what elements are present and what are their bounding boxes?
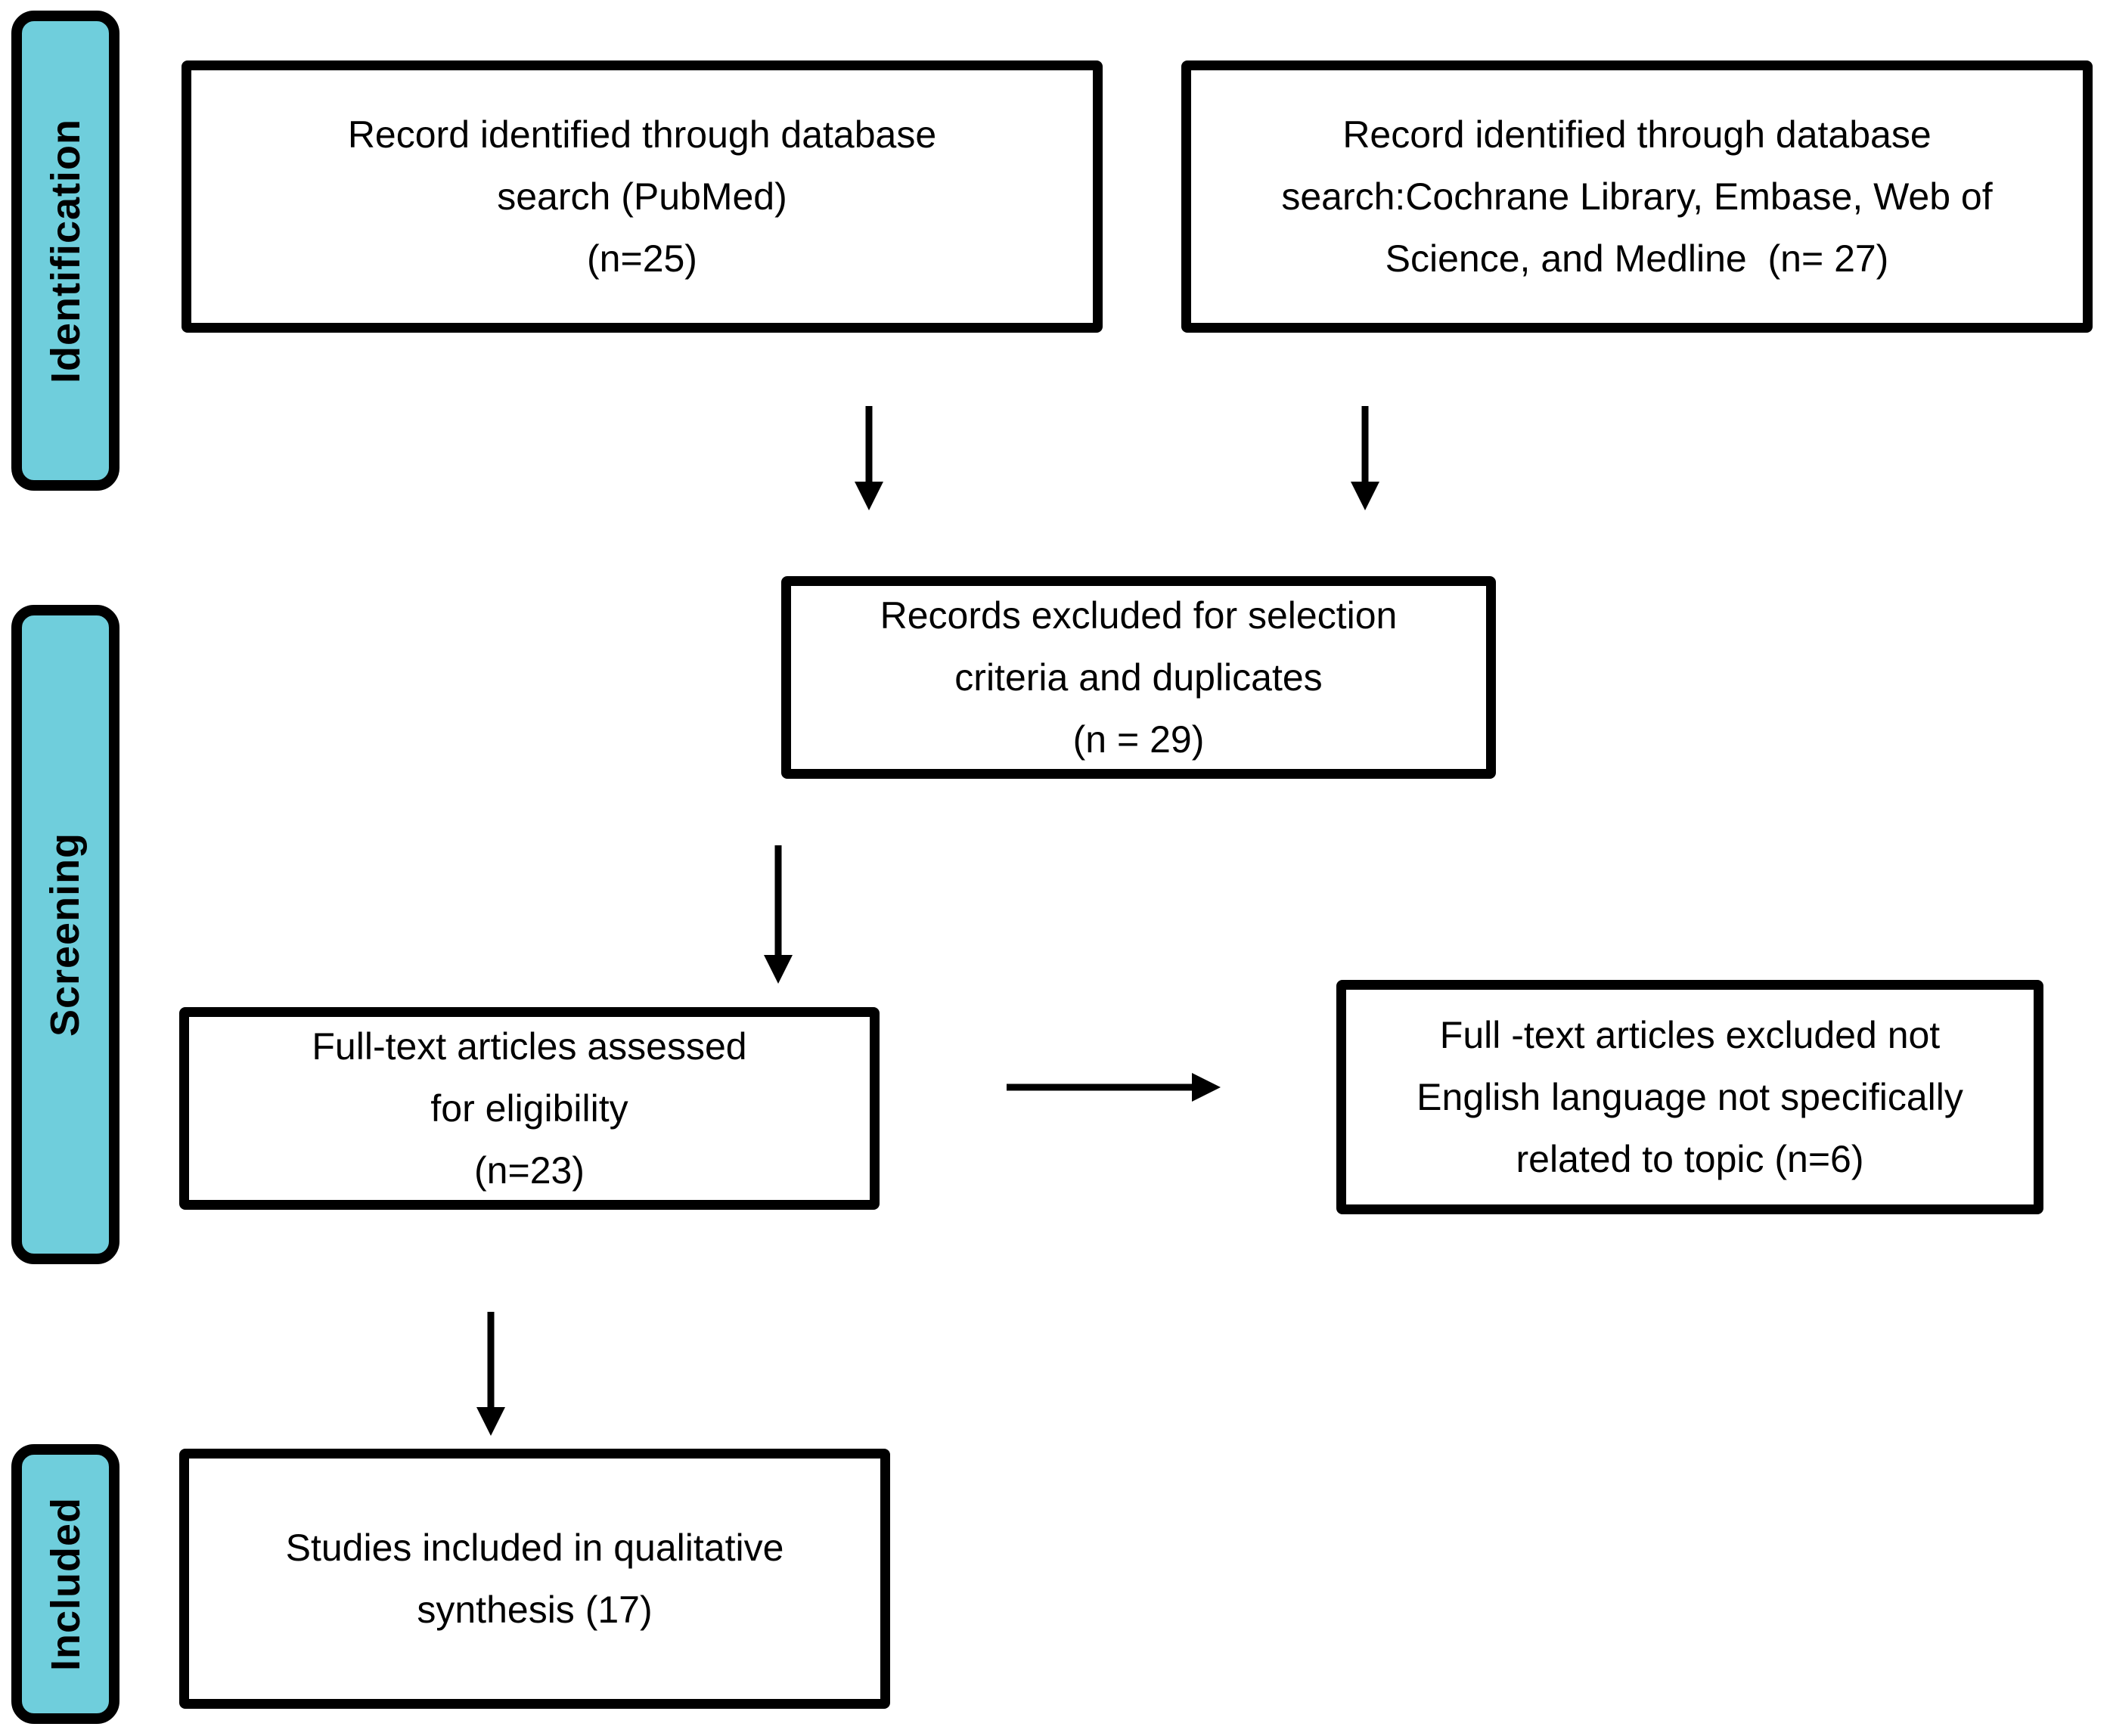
box-records-other-databases-line3: Science, and Medline (n= 27) (1385, 237, 1889, 280)
stage-identification: Identification (11, 11, 119, 491)
box-records-other-databases: Record identified through database searc… (1181, 60, 2093, 333)
box-studies-included-line1: Studies included in qualitative (285, 1527, 784, 1569)
box-fulltext-assessed-line1: Full-text articles assessed (312, 1025, 747, 1068)
box-fulltext-excluded: Full -text articles excluded not English… (1336, 980, 2043, 1214)
box-records-excluded: Records excluded for selection criteria … (781, 576, 1496, 779)
stage-included-label: Included (42, 1496, 88, 1672)
box-fulltext-assessed-line3: (n=23) (474, 1149, 585, 1192)
stage-screening-label: Screening (42, 832, 88, 1037)
stage-screening: Screening (11, 605, 119, 1264)
box-fulltext-excluded-line1: Full -text articles excluded not (1439, 1014, 1941, 1056)
box-records-excluded-line1: Records excluded for selection (880, 594, 1398, 637)
box-records-excluded-line2: criteria and duplicates (954, 656, 1323, 699)
box-studies-included: Studies included in qualitative synthesi… (179, 1449, 890, 1709)
box-records-pubmed-line3: (n=25) (587, 237, 697, 280)
stage-included: Included (11, 1444, 119, 1724)
box-fulltext-excluded-line3: related to topic (n=6) (1516, 1138, 1864, 1180)
arrow-excluded-records-to-fulltext (764, 845, 793, 984)
box-records-other-databases-line2: search:Cochrane Library, Embase, Web of (1281, 175, 1993, 218)
arrow-fulltext-to-studies-included (476, 1312, 505, 1436)
stage-identification-label: Identification (42, 118, 88, 383)
box-records-pubmed-line2: search (PubMed) (497, 175, 787, 218)
box-fulltext-excluded-line2: English language not specifically (1416, 1076, 1963, 1118)
box-records-pubmed: Record identified through database searc… (182, 60, 1103, 333)
box-records-excluded-line3: (n = 29) (1072, 718, 1205, 761)
box-studies-included-line2: synthesis (17) (417, 1589, 653, 1631)
box-fulltext-assessed-line2: for eligibility (430, 1087, 628, 1130)
box-records-other-databases-line1: Record identified through database (1342, 113, 1932, 156)
arrow-pubmed-to-excluded-records (855, 406, 883, 510)
arrow-databases-to-excluded-records (1351, 406, 1379, 510)
box-records-pubmed-line1: Record identified through database (347, 113, 937, 156)
box-fulltext-assessed: Full-text articles assessed for eligibil… (179, 1007, 880, 1210)
arrow-fulltext-to-fulltext-excluded (1007, 1073, 1221, 1102)
